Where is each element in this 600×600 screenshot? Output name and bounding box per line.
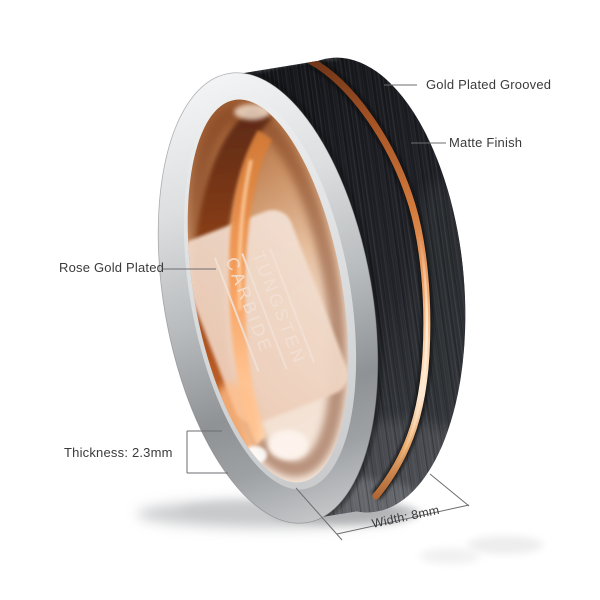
- engraving-plate: [178, 209, 349, 424]
- dimension-lines: [163, 84, 470, 541]
- label-rose-gold-plated: Rose Gold Plated: [59, 260, 165, 275]
- thickness-dimension: [186, 430, 228, 474]
- width-dimension: [295, 473, 470, 541]
- label-thickness: Thickness: 2.3mm: [64, 445, 173, 460]
- label-gold-plated-grooved: Gold Plated Grooved: [426, 77, 552, 92]
- label-matte-finish: Matte Finish: [449, 135, 523, 150]
- rose-gold-groove: [307, 56, 433, 500]
